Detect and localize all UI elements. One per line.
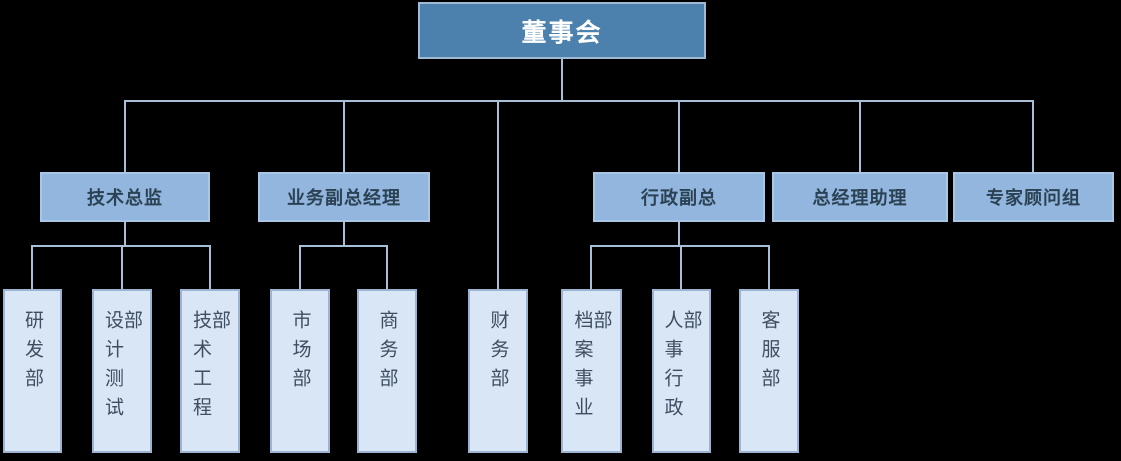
connector-drop-admin-deputy xyxy=(678,100,680,173)
connector-drop-tech-director xyxy=(124,100,126,173)
box-gm-assistant: 总经理助理 xyxy=(772,172,948,222)
box-dept-customer-service-label: 客服部 xyxy=(758,310,781,397)
connector-drop-gm-assistant xyxy=(859,100,861,173)
box-expert-advisors: 专家顾问组 xyxy=(953,172,1114,222)
box-board-of-directors-label: 董事会 xyxy=(521,17,603,47)
box-dept-archives-label: 档案事业部 xyxy=(571,310,613,426)
connector-business-stub xyxy=(343,222,345,246)
box-tech-director-label: 技术总监 xyxy=(87,188,163,209)
box-dept-finance: 财务部 xyxy=(468,289,528,453)
connector-drop-customer-service xyxy=(768,245,770,290)
connector-drop-commerce xyxy=(386,245,388,290)
connector-main-horizontal xyxy=(124,100,1034,102)
connector-drop-rd xyxy=(31,245,33,290)
box-expert-advisors-label: 专家顾问组 xyxy=(986,188,1081,209)
box-dept-commerce-label: 商务部 xyxy=(376,310,399,397)
box-dept-rd-label: 研发部 xyxy=(22,310,44,397)
connector-tech-stub xyxy=(124,222,126,246)
box-dept-marketing-label: 市场部 xyxy=(289,310,312,397)
connector-business-horizontal xyxy=(299,245,388,247)
connector-drop-archives xyxy=(590,245,592,290)
box-dept-customer-service: 客服部 xyxy=(739,289,799,453)
box-business-deputy-gm-label: 业务副总经理 xyxy=(287,188,401,209)
connector-admin-stub xyxy=(678,222,680,246)
box-dept-tech-engineering-label: 技术工程部 xyxy=(190,310,231,426)
box-admin-deputy: 行政副总 xyxy=(593,172,765,222)
connector-drop-tech-engineering xyxy=(209,245,211,290)
box-dept-hr-admin: 人事行政部 xyxy=(652,289,711,453)
connector-root-stub xyxy=(561,59,563,101)
box-tech-director: 技术总监 xyxy=(40,172,210,222)
box-dept-marketing: 市场部 xyxy=(270,289,330,453)
box-business-deputy-gm: 业务副总经理 xyxy=(258,172,430,222)
box-dept-archives: 档案事业部 xyxy=(561,289,622,453)
connector-drop-finance-dept xyxy=(497,100,499,290)
box-dept-hr-admin-label: 人事行政部 xyxy=(661,310,703,426)
box-dept-design-testing: 设计测试部 xyxy=(92,289,152,453)
box-dept-design-testing-label: 设计测试部 xyxy=(102,310,143,426)
box-board-of-directors: 董事会 xyxy=(418,2,706,59)
connector-drop-design-testing xyxy=(121,245,123,290)
box-admin-deputy-label: 行政副总 xyxy=(641,188,717,209)
box-dept-tech-engineering: 技术工程部 xyxy=(180,289,240,453)
box-dept-rd: 研发部 xyxy=(3,289,62,453)
connector-drop-business-deputy-gm xyxy=(343,100,345,173)
connector-drop-marketing xyxy=(299,245,301,290)
connector-drop-expert-advisors xyxy=(1032,100,1034,173)
box-dept-commerce: 商务部 xyxy=(357,289,417,453)
connector-drop-hr-admin xyxy=(680,245,682,290)
box-gm-assistant-label: 总经理助理 xyxy=(812,188,908,209)
box-dept-finance-label: 财务部 xyxy=(487,310,510,397)
